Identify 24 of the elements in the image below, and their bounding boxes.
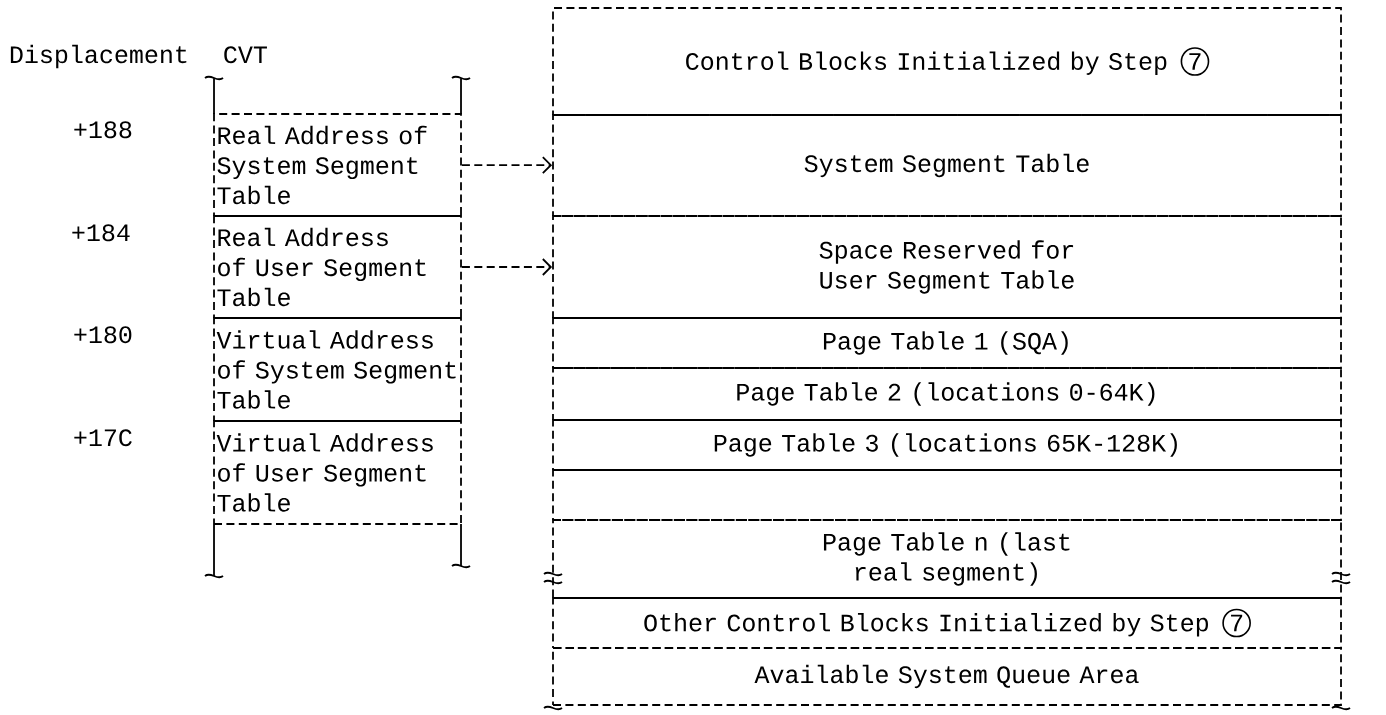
table-cell: Real Address of System Segment Table xyxy=(213,113,462,217)
offset-label: +184 xyxy=(72,224,130,242)
offset-label: +180 xyxy=(74,326,132,344)
memory-row: Page Table 3 (locations 65K-128K) xyxy=(552,419,1342,471)
table-cell: Virtual Address of User Segment Table xyxy=(213,420,462,525)
column-heading: CVT xyxy=(224,46,267,64)
memory-row: Page Table n (last real segment) xyxy=(552,519,1342,599)
offset-label: +188 xyxy=(74,121,132,139)
memory-row: Page Table 2 (locations 0-64K) xyxy=(552,367,1342,421)
memory-row: Other Control Blocks Initialized by Step 7 xyxy=(552,597,1342,649)
memory-row: System Segment Table xyxy=(552,114,1342,217)
memory-row: Page Table 1 (SQA) xyxy=(552,317,1342,369)
memory-row: Available System Queue Area xyxy=(552,647,1342,706)
table-cell: Virtual Address of System Segment Table xyxy=(213,317,462,422)
memory-row: Space Reserved for User Segment Table xyxy=(552,215,1342,319)
arrow xyxy=(461,258,553,276)
step-number: 7 xyxy=(1222,608,1251,638)
table-cell: Real Address of User Segment Table xyxy=(213,215,462,319)
arrow xyxy=(461,156,553,175)
offset-label: +17C xyxy=(74,429,132,447)
memory-row: Control Blocks Initialized by Step 7 xyxy=(552,7,1342,116)
column-heading: Displacement xyxy=(10,44,187,69)
step-number: 7 xyxy=(1180,47,1210,76)
memory-row xyxy=(552,469,1342,521)
